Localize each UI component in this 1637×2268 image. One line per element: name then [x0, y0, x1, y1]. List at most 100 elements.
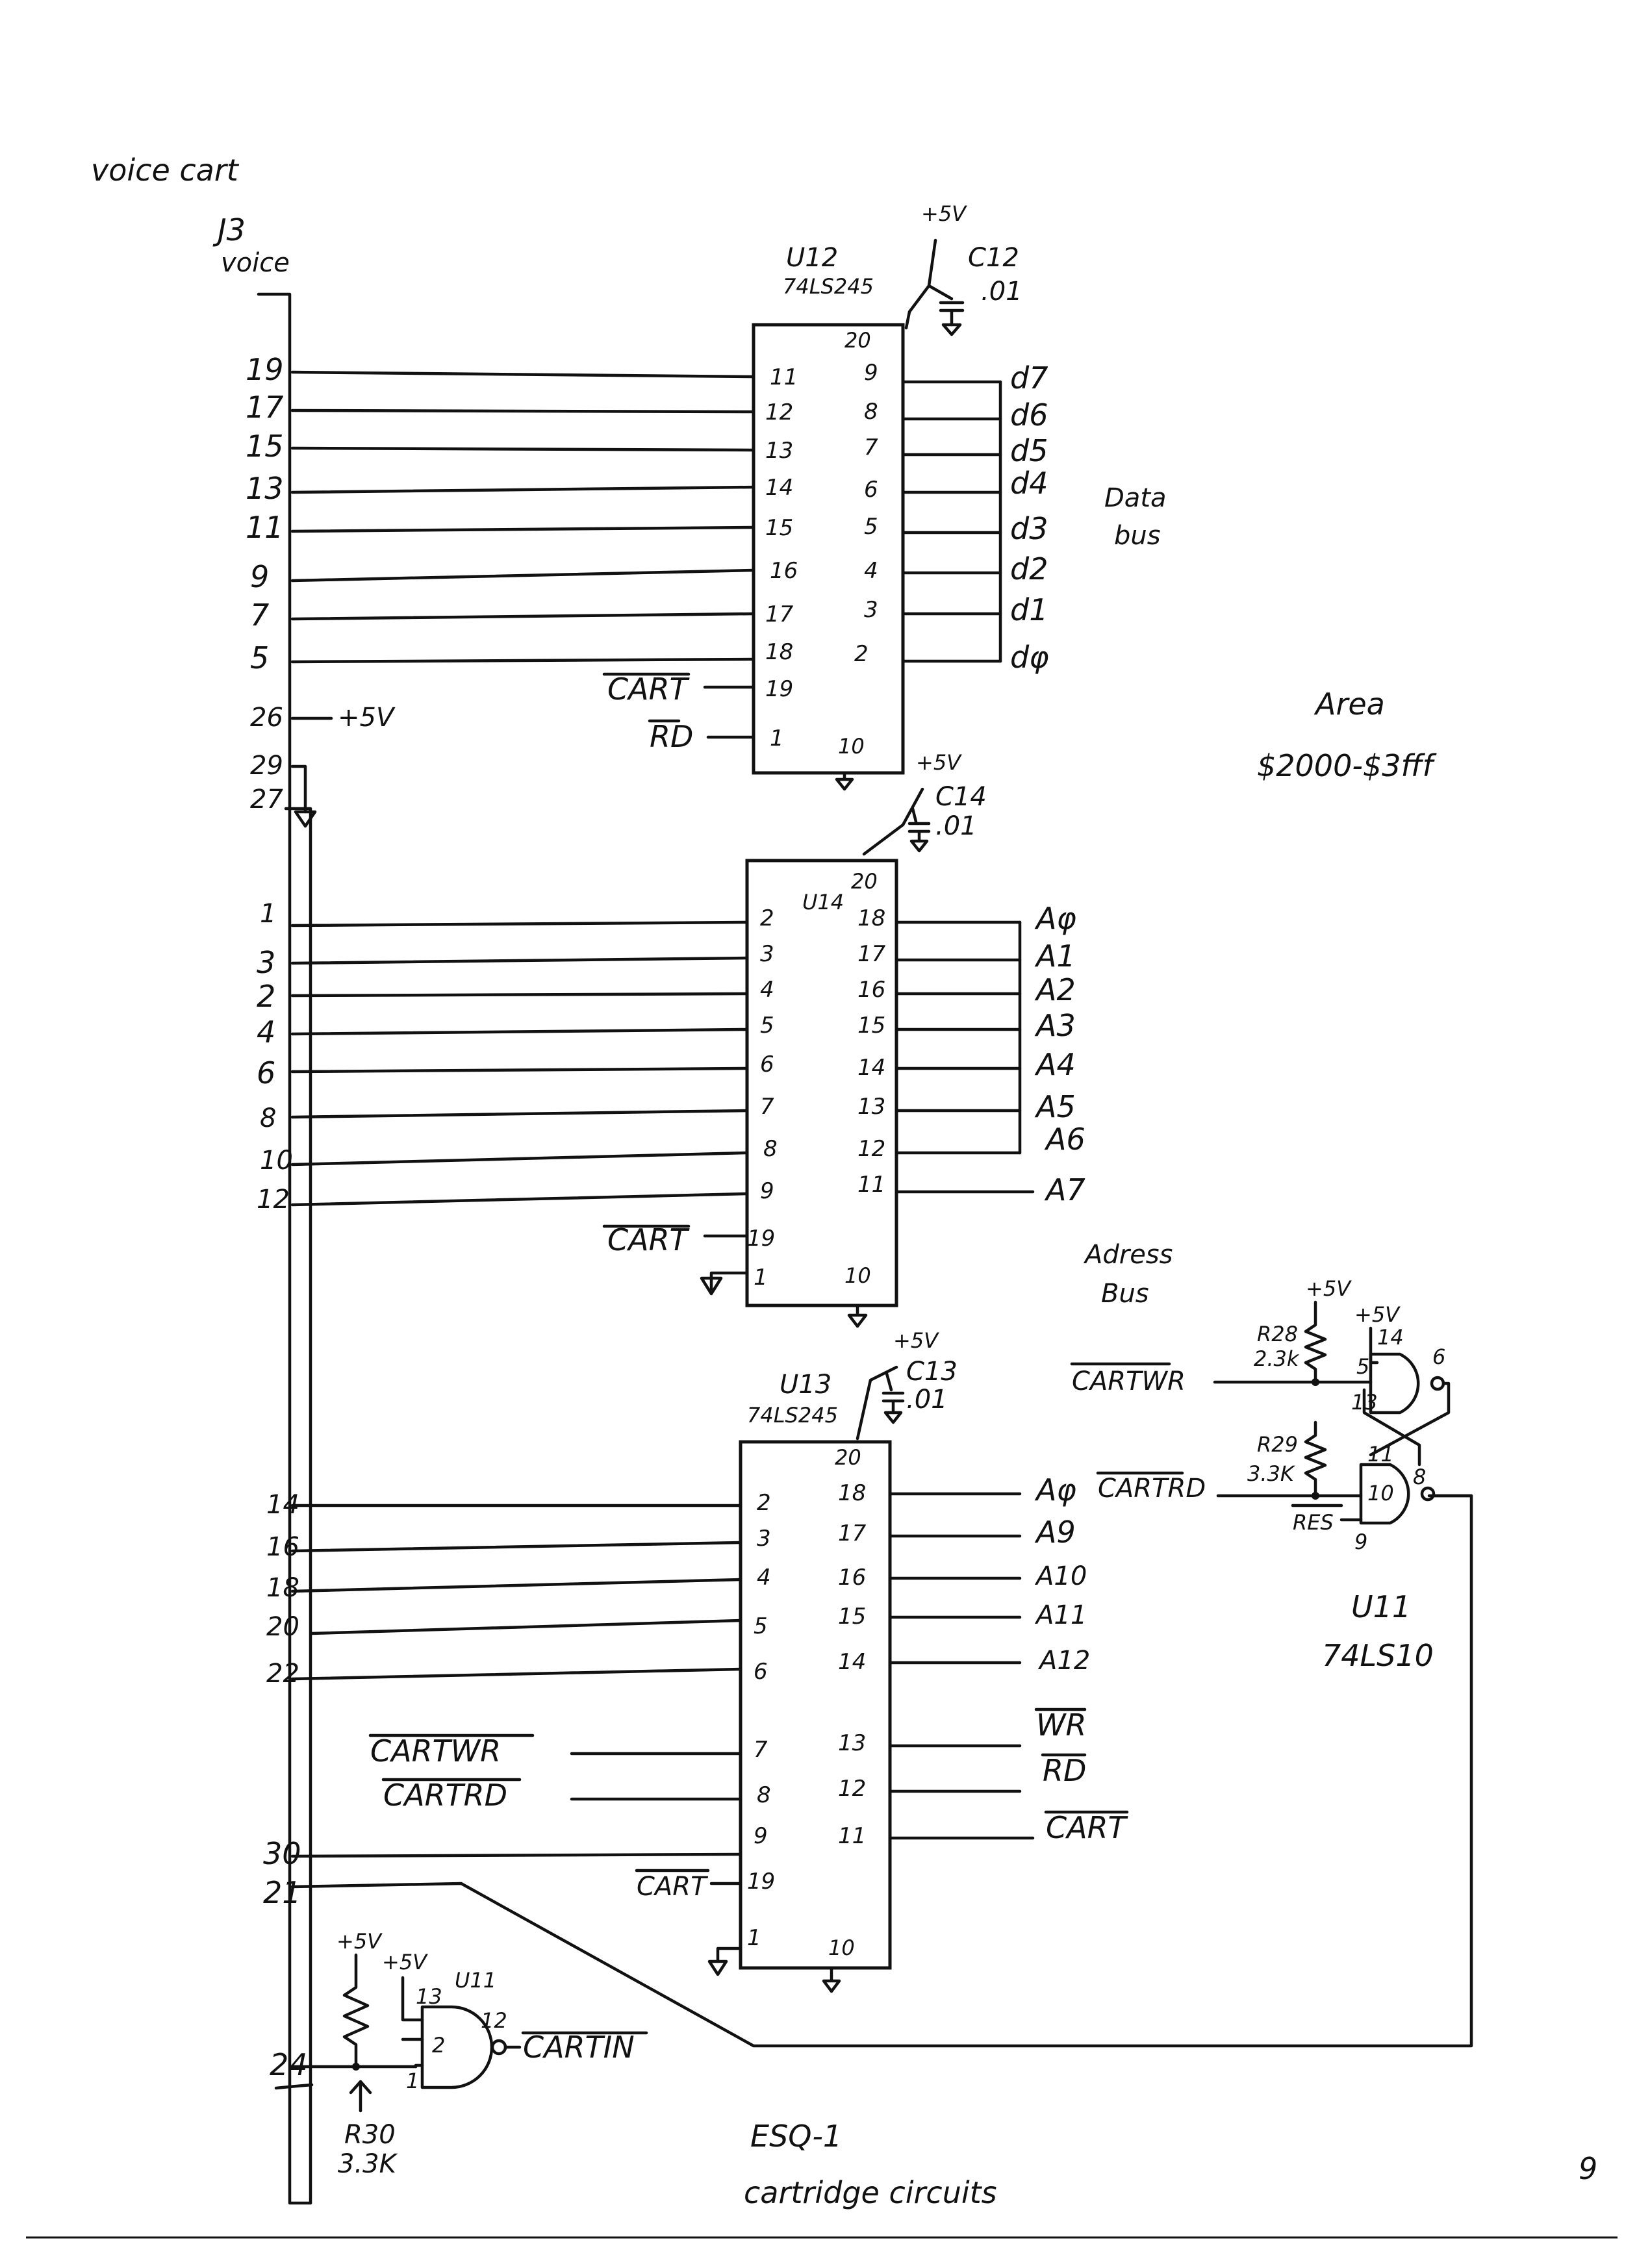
address-low-labels: 1 3 2 4 6 8 10 12: [257, 899, 293, 1215]
connector-pin-label: 30: [263, 1836, 301, 1871]
wire: [904, 238, 937, 330]
connector-pin-label: 29: [250, 751, 283, 781]
wire: [401, 1976, 424, 2022]
vcc-label: +5V: [921, 201, 967, 226]
chip-pin-number: 12: [838, 1776, 866, 1802]
nand-gate-b: [1359, 1463, 1410, 1525]
signal-label: CART: [607, 672, 691, 707]
chip-u14-name: U14: [802, 890, 844, 914]
wire: [290, 568, 755, 583]
chip-pin-number: 6: [760, 1052, 774, 1077]
connector-pin-label: 5: [250, 640, 269, 675]
capacitor-c12: [927, 284, 965, 327]
chip-pin-number: 2: [760, 905, 774, 931]
chip-pin-number: 10: [828, 1935, 855, 1960]
u12-control-inputs: CART RD: [602, 672, 854, 791]
wire-cross-b: [1362, 1388, 1421, 1467]
capacitor-c13: [882, 1372, 905, 1415]
ground-symbol: [822, 1966, 841, 1993]
chip-pin-number: 8: [864, 399, 878, 425]
gate-pin-number: 1: [406, 2069, 419, 2093]
chip-pin-number: 18: [765, 639, 793, 665]
chip-u12-part: 74LS245: [783, 274, 874, 299]
connector-pin-label: 18: [266, 1573, 299, 1603]
connector-body-right: [284, 807, 312, 2205]
chip-pin-number: 5: [864, 514, 878, 540]
connector-pin-label: 7: [250, 598, 269, 633]
gate-pin-number: 5: [1356, 1354, 1369, 1379]
wire-pin21-to-u11: [290, 1494, 1473, 2048]
chip-u13-name: U13: [780, 1370, 831, 1400]
data-signal: d1: [1010, 592, 1048, 627]
vcc-label: +5V: [1354, 1302, 1401, 1327]
wire: [290, 1578, 742, 1593]
gate-pin-number: 12: [481, 2008, 507, 2033]
wire: [290, 485, 755, 494]
chip-pin-number: 9: [864, 360, 878, 386]
resistor-r28-body: [1304, 1300, 1327, 1384]
chip-pin-number: 5: [760, 1013, 774, 1039]
chip-pin-number: 18: [857, 905, 885, 931]
data-signal: d4: [1010, 466, 1048, 501]
connector-pin-label: 26: [250, 703, 283, 733]
chip-pin-number: 7: [760, 1094, 774, 1120]
connector-pin-label: 17: [246, 390, 284, 425]
cap-c12-name: C12: [968, 243, 1019, 273]
chip-pin-number: 15: [857, 1013, 885, 1039]
wire: [290, 1852, 742, 1858]
junction-dot: [1312, 1378, 1319, 1386]
data-bus-label: bus: [1114, 521, 1161, 551]
chip-u12: U12 74LS245 20 10 +5V C12 .01 11 12 13 1…: [752, 201, 1022, 775]
ground-symbol: [847, 1304, 868, 1328]
chip-pin-number: 15: [838, 1604, 866, 1630]
u13-control-inputs: CARTWR CARTRD CART: [368, 1733, 841, 1993]
chip-pin-number: 20: [851, 869, 878, 894]
chip-u14: U14 20 10 +5V C14 .01 2 3 4 5 6 7 8 9 19…: [745, 750, 987, 1307]
wire: [290, 409, 755, 414]
address-signal: A7: [1044, 1172, 1085, 1207]
connector-pin-label: 13: [246, 471, 284, 506]
resistor-r28: +5V R28 2.3k: [1254, 1276, 1352, 1384]
capacitor-c14: [907, 807, 931, 843]
chip-pin-number: 1: [747, 1925, 761, 1951]
ground-symbol: [941, 323, 962, 336]
connector-pin-label: 14: [266, 1490, 299, 1520]
ground-symbol: [707, 1959, 728, 1976]
chip-pin-number: 2: [854, 641, 869, 667]
address-signal: Aφ: [1034, 1472, 1076, 1507]
nand-bubble: [1430, 1376, 1445, 1391]
connector-pin-label: 21: [263, 1875, 301, 1910]
chip-pin-number: 4: [760, 977, 774, 1003]
signal-label: CARTWR: [1072, 1367, 1186, 1396]
connector-j3: [257, 292, 312, 2205]
cap-c12-value: .01: [981, 277, 1022, 307]
u13-outputs: Aφ A9 A10 A11 A12 WR RD CART: [888, 1472, 1129, 1845]
chip-pin-number: 12: [857, 1136, 885, 1162]
junction-dot: [352, 2063, 360, 2071]
connector-pin-label: 11: [246, 510, 284, 545]
chip-pin-number: 7: [754, 1737, 768, 1763]
nand-gate-a: [1369, 1352, 1420, 1415]
address-signal: A11: [1034, 1600, 1087, 1630]
signal-label: RD: [650, 719, 693, 754]
chip-pin-number: 20: [835, 1445, 861, 1470]
chip-u11-name: U11: [1351, 1589, 1411, 1624]
power-pins: 26 +5V 29 27: [250, 703, 396, 828]
chip-pin-number: 2: [757, 1490, 771, 1516]
gate-pin-number: 13: [416, 1984, 442, 2009]
chip-pin-number: 4: [757, 1565, 771, 1591]
junction-dot: [1312, 1492, 1319, 1500]
resistor-r29-value: 3.3K: [1247, 1461, 1296, 1486]
address-signal: A1: [1034, 939, 1076, 974]
address-signal: A9: [1034, 1515, 1076, 1550]
data-signal: d5: [1010, 433, 1048, 468]
u11-gate-cartin: +5V U11 13 2 1 12 CARTIN: [382, 1950, 648, 2093]
resistor-r29-body: [1304, 1420, 1327, 1498]
chip-pin-number: 10: [844, 1263, 871, 1288]
gate-pin-number: 11: [1367, 1442, 1394, 1467]
chip-pin-number: 19: [747, 1226, 775, 1252]
chip-pin-number: 8: [757, 1782, 771, 1808]
data-signal: d7: [1010, 360, 1048, 396]
connector-pin-label: 3: [257, 945, 275, 980]
